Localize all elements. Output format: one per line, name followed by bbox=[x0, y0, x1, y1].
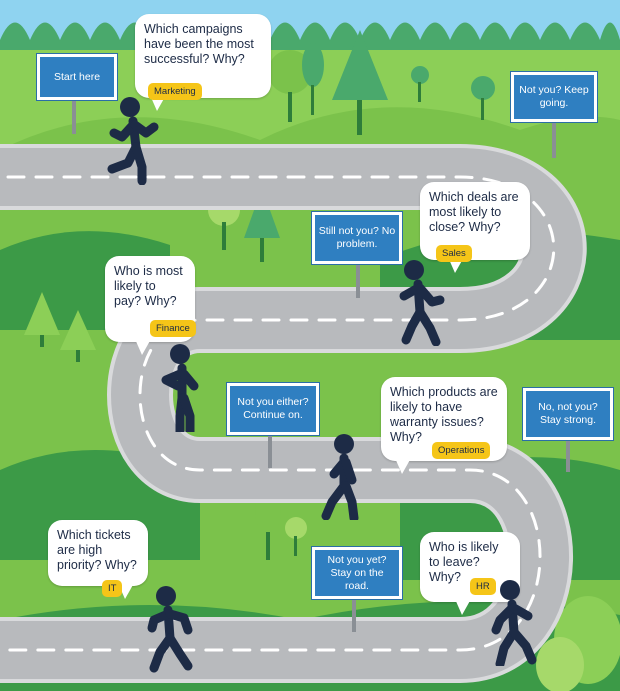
sign-start-here: Start here bbox=[37, 54, 117, 100]
walking-person-icon bbox=[491, 580, 537, 666]
bubble-question: Which tickets are high priority? Why? bbox=[57, 528, 137, 572]
sign-post bbox=[356, 262, 360, 298]
walking-person-icon bbox=[321, 434, 359, 520]
sign-text: Not you either? Continue on. bbox=[237, 396, 309, 421]
bubble-question: Who is most likely to pay? Why? bbox=[114, 264, 183, 308]
sign-post bbox=[72, 98, 76, 134]
sign-post bbox=[352, 596, 356, 632]
sign-text: Start here bbox=[53, 70, 101, 83]
bubble-tail bbox=[395, 458, 411, 474]
walking-person-icon bbox=[147, 586, 193, 673]
bubble-tail bbox=[135, 339, 151, 355]
department-tag-hr: HR bbox=[470, 578, 496, 595]
round-tree bbox=[268, 50, 312, 122]
leafy-bush bbox=[536, 596, 620, 691]
department-tag-marketing: Marketing bbox=[148, 83, 202, 100]
sign-post bbox=[566, 438, 570, 472]
sign-text: No, not you? Stay strong. bbox=[538, 401, 598, 426]
sign-post bbox=[552, 120, 556, 158]
round-tree bbox=[411, 66, 429, 102]
bubble-question: Which products are likely to have warran… bbox=[390, 385, 498, 444]
walking-person-icon bbox=[107, 97, 159, 185]
department-tag-it: IT bbox=[102, 580, 123, 597]
sign-no-not-you: No, not you? Stay strong. bbox=[523, 388, 613, 440]
sign-still-not-you: Still not you? No problem. bbox=[312, 212, 402, 264]
round-tree bbox=[285, 517, 307, 556]
walking-person-icon bbox=[161, 344, 199, 432]
sign-text: Not you? Keep going. bbox=[519, 84, 589, 109]
sign-text: Still not you? No problem. bbox=[318, 225, 396, 250]
bubble-question: Which campaigns have been the most succe… bbox=[144, 22, 254, 66]
speech-bubble-it: Which tickets are high priority? Why? bbox=[48, 520, 148, 586]
bubble-question: Which deals are most likely to close? Wh… bbox=[429, 190, 519, 234]
department-tag-operations: Operations bbox=[432, 442, 491, 459]
sign-not-you: Not you? Keep going. bbox=[511, 72, 597, 122]
pine-tree bbox=[24, 292, 60, 347]
pine-tree bbox=[332, 30, 388, 135]
bubble-tail bbox=[455, 599, 471, 615]
sign-text: Not you yet? Stay on the road. bbox=[327, 553, 387, 592]
sign-not-you-either: Not you either? Continue on. bbox=[227, 383, 319, 435]
sign-post bbox=[268, 432, 272, 468]
pine-tree bbox=[60, 310, 96, 362]
round-tree bbox=[471, 76, 495, 120]
winding-road bbox=[0, 144, 587, 683]
bubble-question: Who is likely to leave? Why? bbox=[429, 540, 499, 584]
pine-tree bbox=[244, 188, 280, 262]
walking-person-icon bbox=[399, 260, 445, 346]
sign-not-you-yet: Not you yet? Stay on the road. bbox=[312, 547, 402, 599]
speech-bubble-sales: Which deals are most likely to close? Wh… bbox=[420, 182, 530, 260]
department-tag-sales: Sales bbox=[436, 245, 472, 262]
round-tree bbox=[302, 43, 324, 115]
department-tag-finance: Finance bbox=[150, 320, 196, 337]
